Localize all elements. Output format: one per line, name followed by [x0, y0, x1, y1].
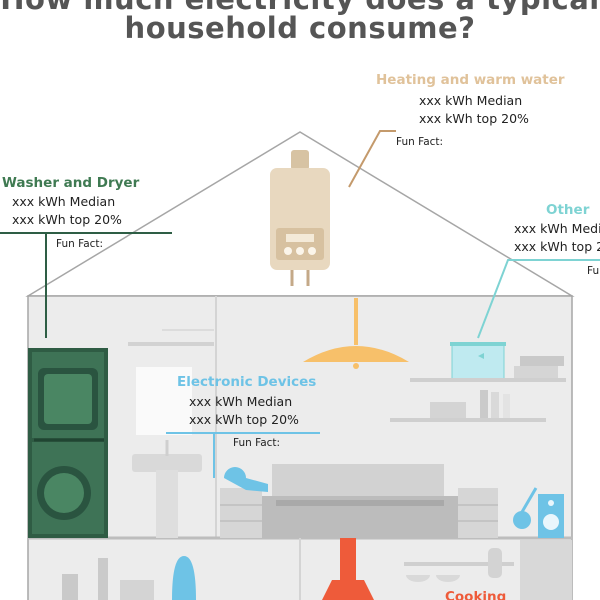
callout-electronic-values: xxx kWh Median xxx kWh top 20%: [189, 393, 299, 429]
guitar-icon: [513, 487, 538, 529]
fun-fact-label: Fun Fact:: [56, 238, 104, 250]
callout-heating-values: xxx kWh Median xxx kWh top 20%: [419, 92, 529, 128]
nightstand-right-icon: [458, 488, 498, 538]
range-hood-icon: [322, 538, 374, 600]
ceiling-lamp-icon: [303, 298, 409, 369]
median-value: xxx kWh Median: [12, 194, 116, 209]
fun-fact-label: Fun Fact:: [587, 265, 600, 277]
fun-fact-label: Fun Fact:: [233, 437, 281, 449]
top-value: xxx kWh top 20%: [189, 412, 299, 427]
callout-heading: Other: [546, 202, 590, 218]
bed-icon: [262, 464, 458, 538]
hair-dryer-icon: [224, 467, 268, 492]
fish-tank-icon: [450, 342, 506, 381]
kitchen-shelf-icon: [404, 540, 572, 600]
callout-washer-values: xxx kWh Median xxx kWh top 20%: [12, 193, 122, 229]
callout-heading: Heating and warm water: [376, 72, 565, 88]
callout-heating: Heating and warm water: [376, 72, 565, 88]
fun-fact-label: Fun Fact:: [396, 136, 444, 148]
callout-other-values: xxx kWh Median xxx kWh top 20%: [514, 220, 600, 256]
callout-heading: Cooking: [445, 589, 507, 600]
callout-electronic-fact: Fun Fact:: [233, 437, 280, 449]
washer-dryer-icon: [28, 348, 108, 538]
top-value: xxx kWh top 20%: [12, 212, 122, 227]
shelves-icon: [390, 356, 566, 422]
median-value: xxx kWh Median: [189, 394, 293, 409]
median-value: xxx kWh Median: [419, 93, 523, 108]
page-title-line-1: How much electricity does a typical: [0, 0, 600, 16]
page-title-line-2: household consume?: [124, 11, 476, 45]
callout-washer: Washer and Dryer: [2, 175, 139, 191]
bathroom-mirror-icon: [128, 329, 214, 435]
heating-leader-line: [348, 130, 396, 188]
nightstand-left-icon: [220, 488, 262, 538]
sink-icon: [132, 440, 202, 538]
median-value: xxx kWh Median: [514, 221, 600, 236]
callout-heating-fact: Fun Fact:: [396, 136, 443, 148]
speaker-icon: [538, 494, 564, 538]
callout-heading: Washer and Dryer: [2, 175, 140, 191]
callout-heading: Electronic Devices: [177, 374, 317, 390]
callout-other: Other: [546, 202, 589, 218]
ironing-icon: [62, 556, 196, 600]
top-value: xxx kWh top 20%: [419, 111, 529, 126]
other-leader-line: [477, 259, 600, 339]
callout-electronic: Electronic Devices: [177, 374, 316, 390]
top-value: xxx kWh top 20%: [514, 239, 600, 254]
callout-cooking: Cooking: [445, 589, 506, 600]
water-heater-icon: [270, 150, 330, 286]
callout-other-fact: Fun Fact:: [587, 265, 600, 277]
callout-washer-fact: Fun Fact:: [56, 238, 103, 250]
